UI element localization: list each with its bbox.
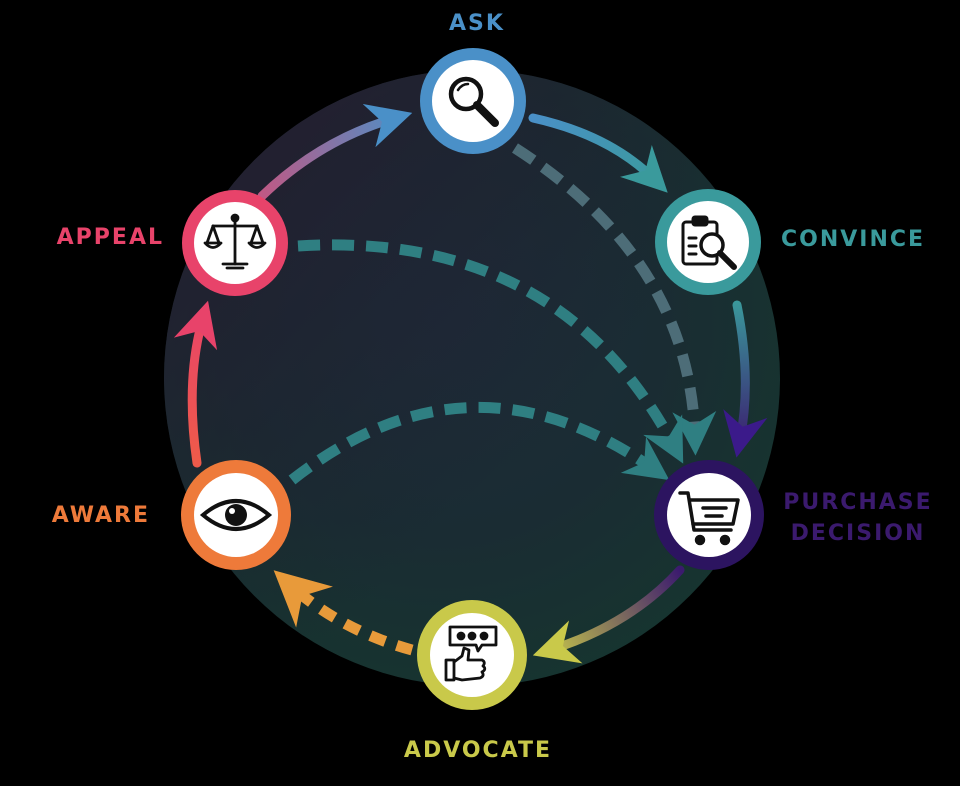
arrow-purchase-to-advocate — [532, 565, 685, 664]
stage-advocate — [417, 600, 527, 710]
background-glow — [164, 70, 780, 686]
label-convince: CONVINCE — [781, 227, 925, 252]
label-decision: DECISION — [791, 521, 926, 546]
shopping-cart-icon — [678, 491, 740, 546]
dashed-arrow-advocate-to-aware — [273, 570, 414, 656]
stage-purchase-decision — [654, 460, 764, 570]
arrow-ask-to-convince — [528, 113, 668, 193]
stage-aware — [181, 460, 291, 570]
cycle-arrows — [173, 104, 768, 664]
dashed-arrows — [273, 143, 717, 656]
label-appeal: APPEAL — [57, 225, 164, 250]
arrow-appeal-to-ask — [257, 104, 413, 201]
balance-scale-icon — [203, 213, 267, 270]
label-purchase: PURCHASE — [783, 490, 932, 515]
label-ask: ASK — [449, 11, 505, 36]
stage-appeal — [182, 190, 288, 296]
magnifier-icon — [448, 76, 499, 127]
label-aware: AWARE — [52, 503, 150, 528]
arrow-convince-to-purchase — [723, 300, 768, 458]
stage-labels: ASK CONVINCE PURCHASE DECISION ADVOCATE … — [52, 11, 932, 763]
stage-ask — [420, 48, 526, 154]
dashed-arrow-appeal-to-purchase — [297, 239, 684, 464]
dashed-arrow-ask-to-purchase — [512, 143, 717, 456]
stage-convince — [655, 189, 761, 295]
arrow-aware-to-appeal — [173, 300, 218, 468]
clipboard-search-icon — [681, 215, 737, 270]
eye-icon — [199, 499, 273, 531]
label-advocate: ADVOCATE — [404, 738, 552, 763]
thumbs-up-review-icon — [444, 625, 498, 682]
